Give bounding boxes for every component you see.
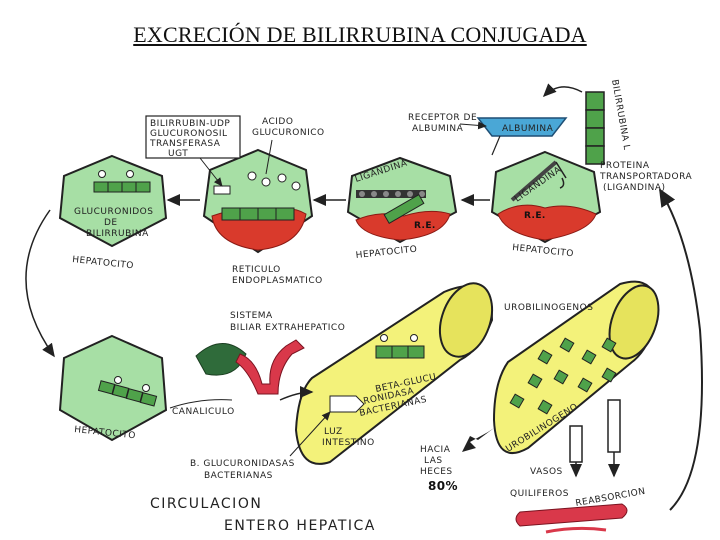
- page-title: EXCRECIÓN DE BILIRRUBINA CONJUGADA: [133, 22, 587, 47]
- glucuronidos-label-1: GLUCURONIDOS: [74, 207, 153, 217]
- sistema-label-2: BILIAR EXTRAHEPATICO: [230, 323, 345, 333]
- urobilinogenos-label: UROBILINOGENOS: [504, 303, 593, 313]
- glucuronidos-label-3: BILIRRUBINA: [86, 229, 149, 239]
- hepatocito-label-1: HEPATOCITO: [512, 243, 575, 259]
- vasos-quiliferos: [569, 399, 621, 478]
- vasos-label-2: QUILIFEROS: [510, 489, 569, 499]
- intestine-segment-2: [492, 280, 660, 454]
- udp-label-4: UGT: [168, 149, 188, 159]
- proteina-label-1: PROTEINA: [600, 161, 650, 171]
- receptor-label-1: RECEPTOR DE: [408, 113, 477, 123]
- pct-label: 80%: [428, 479, 458, 493]
- portal-vessel: [515, 503, 628, 527]
- bilirrubina-l-label: BILIRRUBINA L: [609, 79, 631, 151]
- udp-label-2: GLUCURONOSIL: [150, 129, 228, 139]
- beta-bact-label-1: B. GLUCURONIDASAS: [190, 459, 295, 469]
- proteina-label-3: (LIGANDINA): [603, 183, 666, 193]
- canaliculo-label: CANALICULO: [172, 407, 235, 417]
- udp-label-1: BILIRRUBIN-UDP: [150, 119, 230, 129]
- reticulo-label-1: RETICULO: [232, 265, 281, 275]
- luz-label-1: LUZ: [324, 427, 343, 437]
- hepatocyte-transport: R.E.: [346, 156, 458, 244]
- acido-label-1: ACIDO: [262, 117, 293, 127]
- acido-label-2: GLUCURONICO: [252, 128, 325, 138]
- enterohepatic-arrow: [658, 188, 703, 511]
- circulacion-label-1: CIRCULACION: [150, 496, 262, 512]
- hepatocyte-conjugation: [202, 148, 314, 254]
- hacia-label-1: HACIA: [420, 445, 451, 455]
- biliary-system: [195, 339, 305, 395]
- vasos-label-1: VASOS: [530, 467, 563, 477]
- bilirrubina-l-chain: [585, 91, 605, 165]
- hacia-label-2: LAS: [424, 456, 443, 466]
- hepatocito-label-2: HEPATOCITO: [355, 245, 418, 261]
- udp-label-box: [145, 115, 241, 159]
- receptor-label-2: ALBUMINA: [412, 124, 464, 134]
- albumin-receptor: ALBUMINA: [476, 117, 568, 156]
- hacia-label-3: HECES: [420, 467, 453, 477]
- intestine-segment-1: [294, 282, 494, 465]
- hepatocyte-glucuronides: [58, 154, 168, 248]
- re-label-right: R.E.: [524, 211, 546, 221]
- feces-arrow: [462, 428, 494, 452]
- udp-label-3: TRANSFERASA: [149, 139, 221, 149]
- albumina-label: ALBUMINA: [502, 124, 554, 134]
- circulacion-label-2: ENTERO HEPATICA: [224, 518, 376, 534]
- beta-bact-label-2: BACTERIANAS: [204, 471, 273, 481]
- proteina-label-2: TRANSPORTADORA: [599, 172, 692, 182]
- hepatocyte-excretion: [58, 334, 168, 442]
- hepatocito-label-3: HEPATOCITO: [72, 255, 135, 271]
- glucuronidos-label-2: DE: [104, 218, 118, 228]
- hepatocyte-uptake: LIGANDINA R.E.: [490, 150, 602, 244]
- reticulo-label-2: ENDOPLASMATICO: [232, 276, 323, 286]
- luz-label-2: INTESTINO: [322, 438, 375, 448]
- sistema-label-1: SISTEMA: [230, 311, 273, 321]
- re-label-mid: R.E.: [414, 221, 436, 231]
